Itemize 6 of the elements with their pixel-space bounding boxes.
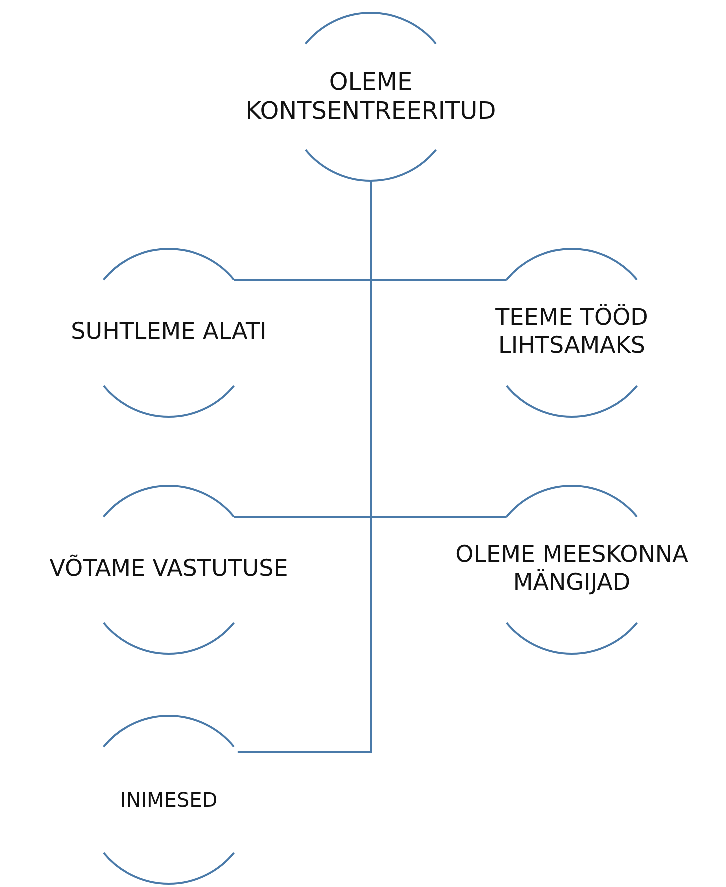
node-label: OLEME KONTSENTREERITUD (244, 68, 498, 126)
node-label: INIMESED (120, 788, 218, 812)
node-label: SUHTLEME ALATI (71, 319, 267, 347)
node-label: VÕTAME VASTUTUSE (50, 556, 288, 584)
node-label: TEEME TÖÖD LIHTSAMAKS (494, 305, 650, 361)
node-label: OLEME MEESKONNA MÄNGIJAD (454, 542, 690, 598)
